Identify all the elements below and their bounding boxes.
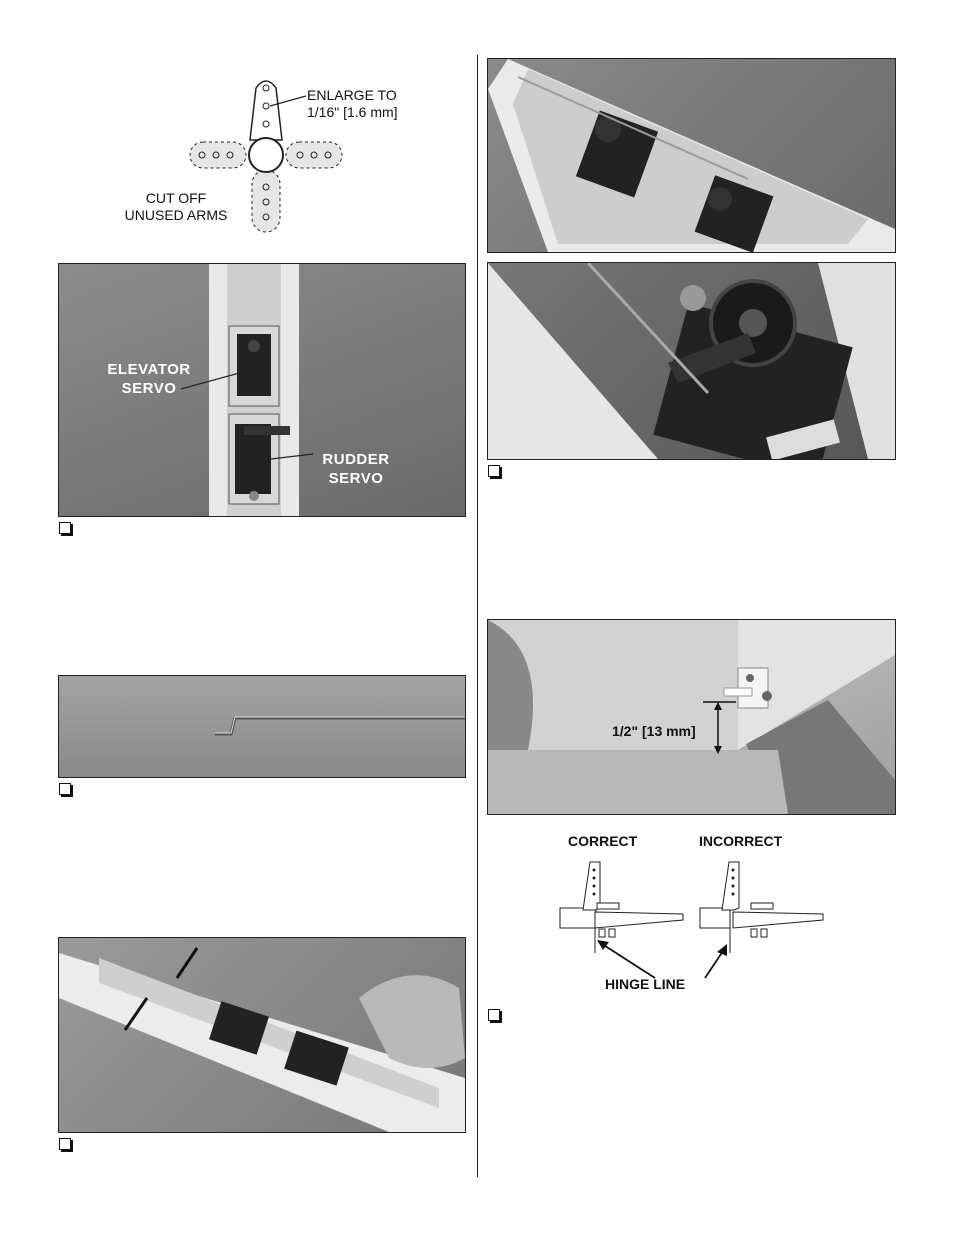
correct-label: CORRECT bbox=[568, 833, 638, 849]
hinge-measure-label: 1/2" [13 mm] bbox=[612, 723, 696, 739]
step-checkbox-1[interactable] bbox=[59, 522, 71, 534]
enlarge-label-line1: ENLARGE TO bbox=[307, 87, 397, 103]
fuselage-pushrod-photo bbox=[58, 937, 466, 1133]
elevator-servo-label: ELEVATOR SERVO bbox=[99, 360, 199, 398]
servo-install-drawing bbox=[180, 264, 314, 516]
pushrod-wire-drawing bbox=[215, 716, 465, 736]
step-checkbox-2[interactable] bbox=[59, 783, 71, 795]
rudder-servo-label: RUDDER SERVO bbox=[311, 450, 401, 488]
hinge-measure-drawing bbox=[488, 620, 895, 814]
enlarge-label-line2: 1/16" [1.6 mm] bbox=[307, 104, 398, 120]
cutoff-label: CUT OFF UNUSED ARMS bbox=[116, 190, 236, 224]
hinge-line-diagram: CORRECT INCORRECT HINGE LINE bbox=[555, 828, 835, 998]
hinge-measure-photo: 1/2" [13 mm] bbox=[487, 619, 896, 815]
column-divider bbox=[477, 55, 478, 1177]
rudder-label-line1: RUDDER bbox=[322, 451, 390, 468]
servo-closeup-drawing bbox=[488, 263, 895, 459]
servos-fuselage-photo bbox=[487, 58, 896, 253]
incorrect-label: INCORRECT bbox=[699, 833, 783, 849]
hinge-line-label: HINGE LINE bbox=[605, 976, 686, 992]
fuselage-pushrod-drawing bbox=[59, 947, 465, 1132]
elevator-label-line1: ELEVATOR bbox=[107, 361, 191, 378]
cutoff-label-line2: UNUSED ARMS bbox=[124, 207, 228, 223]
servo-arm-drawing bbox=[189, 80, 343, 233]
servo-install-photo: ELEVATOR SERVO RUDDER SERVO bbox=[58, 263, 466, 517]
hinge-line-drawing bbox=[559, 861, 824, 979]
servos-fuselage-drawing bbox=[488, 59, 895, 252]
rudder-label-line2: SERVO bbox=[328, 470, 384, 487]
elevator-label-line2: SERVO bbox=[121, 380, 177, 397]
step-checkbox-4[interactable] bbox=[488, 465, 500, 477]
enlarge-label: ENLARGE TO 1/16" [1.6 mm] bbox=[307, 87, 398, 121]
servo-arm-diagram: ENLARGE TO 1/16" [1.6 mm] CUT OFF UNUSED… bbox=[125, 70, 440, 240]
cutoff-label-line1: CUT OFF bbox=[145, 190, 207, 206]
step-checkbox-3[interactable] bbox=[59, 1138, 71, 1150]
servo-closeup-photo bbox=[487, 262, 896, 460]
step-checkbox-5[interactable] bbox=[488, 1009, 500, 1021]
pushrod-wire-photo bbox=[58, 675, 466, 778]
